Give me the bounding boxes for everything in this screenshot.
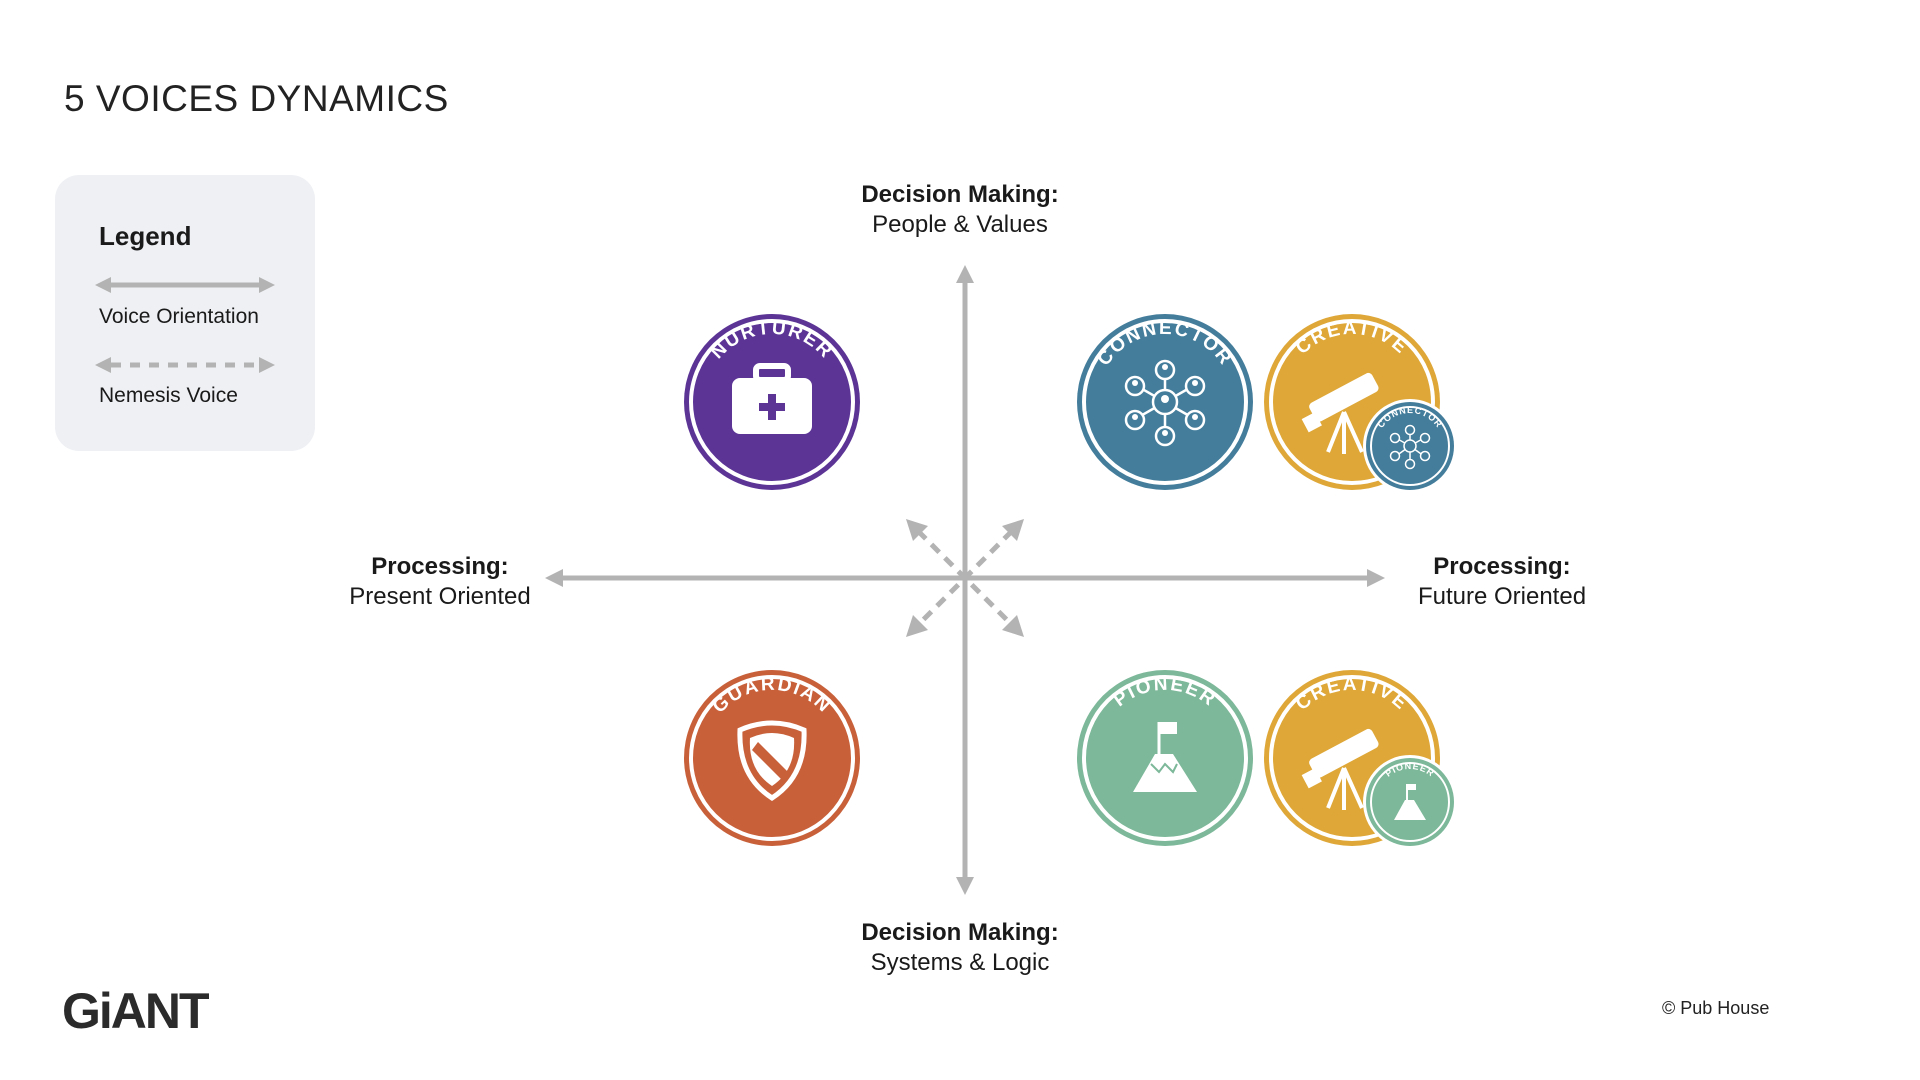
giant-logo: GiANT	[62, 983, 210, 1039]
axis-right-text: Future Oriented	[1417, 583, 1587, 610]
axis-top-text: People & Values	[872, 211, 1048, 238]
shield-icon	[737, 720, 807, 801]
legend-title: Legend	[99, 221, 192, 251]
pioneer-badge: PIONEER	[1077, 670, 1253, 846]
people-dots	[1132, 364, 1198, 436]
nurturer-badge: NURTURER	[684, 314, 860, 490]
connector-mini-badge: CONNECTOR	[1363, 399, 1457, 493]
nemesis-diagonal-arrow-b	[906, 519, 1024, 637]
axis-label-bottom: Decision Making: Systems & Logic	[840, 918, 1080, 978]
mountain-flag-mini-icon	[1394, 784, 1426, 820]
axis-label-left: Processing: Present Oriented	[320, 552, 560, 612]
people-network-mini-icon	[1389, 424, 1431, 470]
page-title: 5 VOICES DYNAMICS	[64, 78, 449, 119]
pioneer-mini-badge: PIONEER	[1363, 755, 1457, 849]
legend-label-nemesis-voice: Nemesis Voice	[99, 384, 238, 407]
first-aid-kit-icon	[732, 363, 812, 434]
dashed-arrow-legend-icon	[95, 357, 275, 373]
axis-label-top: Decision Making: People & Values	[840, 180, 1080, 240]
telescope-icon	[1301, 728, 1379, 810]
telescope-icon	[1301, 372, 1379, 454]
axis-bottom-text: Systems & Logic	[870, 949, 1050, 976]
legend-label-voice-orientation: Voice Orientation	[99, 305, 259, 328]
legend: Legend Voice Orientation Nemesis Voice	[55, 175, 315, 451]
axis-label-right: Processing: Future Oriented	[1382, 552, 1622, 612]
axis-left-bold: Processing:	[371, 553, 509, 580]
axis-right-bold: Processing:	[1433, 553, 1571, 580]
people-network-icon	[1124, 359, 1206, 447]
axis-bottom-bold: Decision Making:	[861, 919, 1059, 946]
axis-top-bold: Decision Making:	[861, 181, 1059, 208]
axis-left-text: Present Oriented	[349, 583, 531, 610]
guardian-badge: GUARDIAN	[684, 670, 860, 846]
vertical-axis-arrow	[956, 265, 974, 895]
mountain-flag-icon	[1133, 722, 1197, 792]
copyright: © Pub House	[1662, 998, 1770, 1018]
connector-badge: CONNECTOR	[1077, 314, 1253, 490]
solid-arrow-legend-icon	[95, 277, 275, 293]
